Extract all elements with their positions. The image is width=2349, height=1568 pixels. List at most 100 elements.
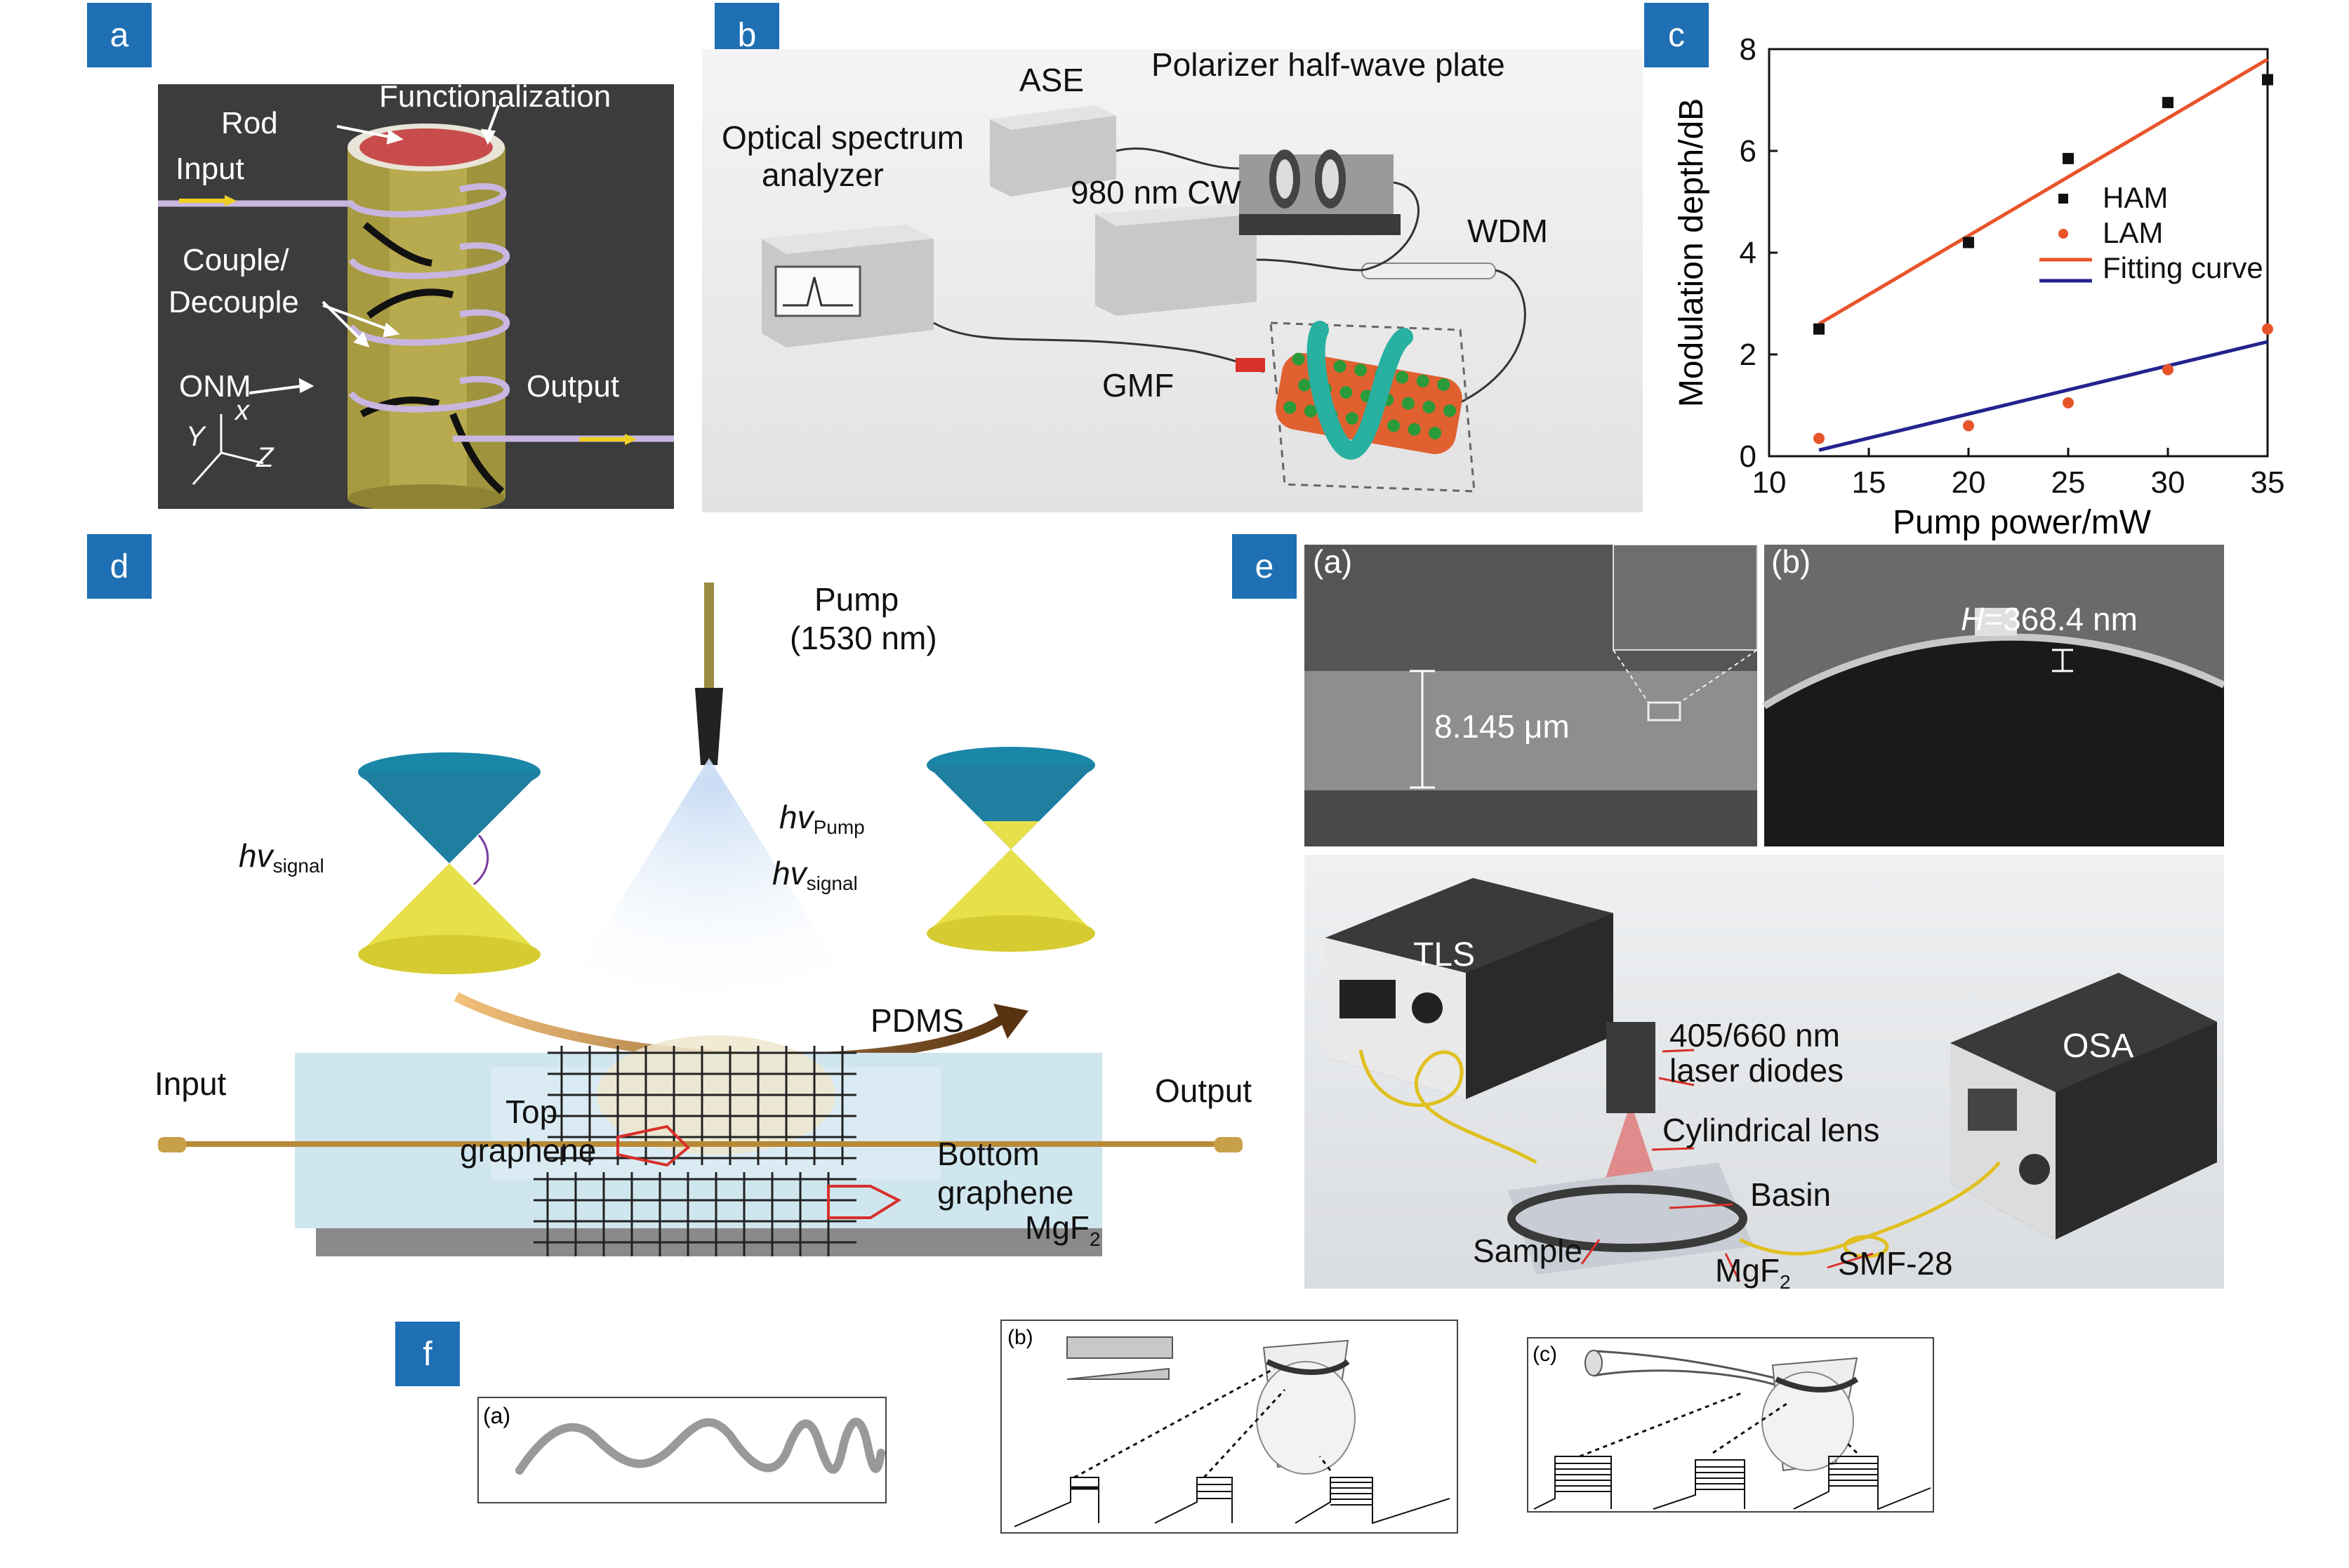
smf-label: SMF-28 <box>1838 1245 1953 1282</box>
pdms-label: PDMS <box>871 1002 964 1039</box>
rod-schematic: Rod Functionalization Input Couple/ Deco… <box>158 79 674 512</box>
basin-ring <box>1507 1185 1747 1252</box>
point-lam <box>2162 364 2173 376</box>
point-lam <box>1963 420 1974 432</box>
x-tick-label: 35 <box>2251 465 2285 500</box>
laser-diode-label-line1: 405/660 nm <box>1669 1017 1840 1054</box>
x-tick-label: 10 <box>1752 465 1787 500</box>
bottom-graphene-lattice <box>534 1172 856 1256</box>
sample-label: Sample <box>1473 1233 1582 1269</box>
fit-line-lam <box>1818 340 2268 452</box>
legend-label: HAM <box>2103 181 2168 214</box>
point-ham <box>2063 152 2074 164</box>
cylindrical-lens-label: Cylindrical lens <box>1662 1112 1879 1148</box>
input-fiber <box>158 182 507 218</box>
x-tick-label: 20 <box>1952 465 1986 500</box>
y-tick-label: 0 <box>1740 439 1756 474</box>
osa-label-line2: analyzer <box>762 157 884 193</box>
output-label: Output <box>527 369 619 404</box>
ase-box <box>990 105 1116 197</box>
osa-label-line1: Optical spectrum <box>722 119 964 156</box>
graphene-device-schematic: Pump (1530 nm) hvsignal hvPump hvsignal … <box>154 581 1252 1256</box>
functionalization-label: Functionalization <box>379 84 611 114</box>
point-lam <box>2063 397 2074 408</box>
panel-f-a-label: (a) <box>483 1403 510 1428</box>
dirac-cone-left <box>358 752 541 974</box>
input-label: Input <box>154 1065 227 1102</box>
wdm-coupler <box>1361 263 1496 279</box>
panel-f-b-label: (b) <box>1007 1326 1033 1349</box>
hv-signal-right: hvsignal <box>772 855 858 894</box>
cw-label: 980 nm CW <box>1071 174 1241 211</box>
y-tick-label: 4 <box>1740 236 1756 270</box>
resonator-levels-c: (c) <box>1527 1337 1934 1513</box>
x-tick-label: 30 <box>2151 465 2185 500</box>
point-lam <box>1813 432 1825 444</box>
osa-label: OSA <box>2063 1028 2133 1065</box>
fit-line-ham <box>1818 58 2269 326</box>
height-label: H=368.4 nm <box>1961 601 2138 637</box>
axis-x-label: x <box>234 395 251 426</box>
panel-e: (a) (b) 8.145 μm H=368.4 nm TLS OSA 405/… <box>1304 543 2226 1293</box>
helix-fiber-diagram: (a) <box>477 1397 887 1503</box>
point-lam <box>2262 323 2273 335</box>
legend-label: Fitting curve <box>2103 251 2263 284</box>
point-ham <box>2162 97 2173 109</box>
gmf-segment <box>1236 358 1265 372</box>
panel-label-c: c <box>1644 3 1709 67</box>
point-ham <box>1813 323 1825 335</box>
legend-label: LAM <box>2103 216 2163 249</box>
hv-signal-left: hvsignal <box>239 837 324 877</box>
tls-label: TLS <box>1413 936 1475 974</box>
panel-f-b: (b) <box>1000 1320 1458 1534</box>
y-tick-label: 8 <box>1740 32 1756 67</box>
panel-f-c-label: (c) <box>1533 1343 1557 1366</box>
point-ham <box>2262 74 2273 86</box>
panel-b: ASE Polarizer half-wave plate Optical sp… <box>702 28 1643 512</box>
axis-z-label: Z <box>256 442 274 473</box>
rod-label: Rod <box>221 106 278 140</box>
couple-label: Couple/ <box>183 243 289 277</box>
mgf2-label: MgF2 <box>1715 1252 1791 1289</box>
laser-diode-label-line2: laser diodes <box>1669 1052 1844 1089</box>
pump-fiber <box>704 583 714 695</box>
sem-a-label: (a) <box>1313 545 1352 580</box>
cw-laser-box <box>1095 204 1257 316</box>
mgf2-label: MgF2 <box>1025 1209 1101 1250</box>
pump-wavelength: (1530 nm) <box>790 620 937 656</box>
panel-f-a: (a) <box>477 1397 887 1503</box>
legend-marker-lam <box>2058 229 2068 239</box>
y-tick-label: 6 <box>1740 134 1756 168</box>
decouple-label: Decouple <box>168 285 299 319</box>
gmf-label: GMF <box>1102 367 1174 404</box>
panel-label-a: a <box>87 3 152 67</box>
diameter-label: 8.145 μm <box>1434 708 1570 745</box>
top-graphene-label-line1: Top <box>505 1094 557 1130</box>
input-label: Input <box>176 152 244 186</box>
sem-b-label: (b) <box>1771 545 1811 580</box>
ase-label: ASE <box>1019 62 1084 98</box>
osa-box <box>762 225 934 347</box>
point-ham <box>1963 237 1974 248</box>
basin-label: Basin <box>1750 1176 1831 1213</box>
polarizer-stage <box>1239 150 1401 235</box>
top-graphene-label-line2: graphene <box>460 1132 596 1169</box>
pump-label: Pump <box>814 583 899 618</box>
panel-a: Rod Functionalization Input Couple/ Deco… <box>158 79 674 512</box>
wdm-label: WDM <box>1467 213 1548 249</box>
panel-label-d: d <box>87 534 152 599</box>
panel-d: Pump (1530 nm) hvsignal hvPump hvsignal … <box>154 581 1257 1284</box>
axis-y-label: Y <box>186 421 207 452</box>
panel-f-c: (c) <box>1527 1337 1934 1513</box>
chart-y-axis-label: Modulation depth/dB <box>1673 98 1710 407</box>
bottom-graphene-label-line2: graphene <box>937 1174 1073 1211</box>
output-label: Output <box>1155 1072 1252 1109</box>
hv-pump: hvPump <box>779 799 865 838</box>
legend-marker-ham <box>2058 194 2068 204</box>
sem-and-setup-e: (a) (b) 8.145 μm H=368.4 nm TLS OSA 405/… <box>1304 543 2226 1293</box>
bottom-graphene-label-line1: Bottom <box>937 1136 1040 1172</box>
setup-b-schematic: ASE Polarizer half-wave plate Optical sp… <box>702 46 1643 512</box>
graphene-coated-fiber <box>1276 321 1462 460</box>
